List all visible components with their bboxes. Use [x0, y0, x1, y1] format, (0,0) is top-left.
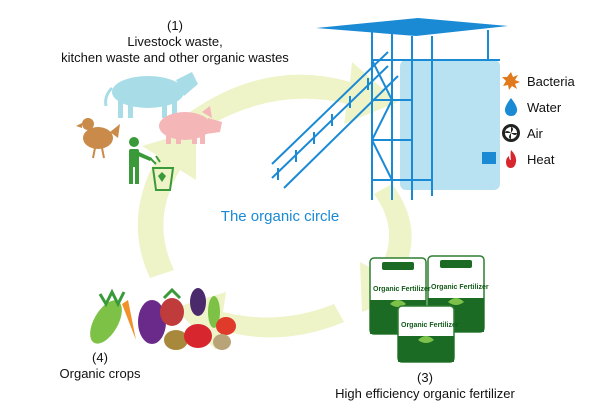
- control-box: [482, 152, 496, 164]
- center-title: The organic circle: [220, 208, 340, 225]
- fertilizer-bag-label: Organic Fertilizer: [373, 286, 431, 293]
- arrow-left: [137, 130, 196, 278]
- recycling-person-icon: [129, 137, 175, 191]
- tower-staircase: [271, 51, 399, 189]
- legend-item-water: Water: [500, 94, 610, 120]
- legend-item-bacteria: Bacteria: [500, 68, 610, 94]
- fan-icon: [502, 124, 520, 142]
- tank-body: [400, 60, 500, 190]
- fertilizer-bag-label: Organic Fertilizer: [401, 322, 459, 329]
- flame-icon: [506, 150, 517, 168]
- fermentation-tower: [271, 18, 508, 200]
- stage-1-label-line1: Livestock waste,: [127, 34, 223, 49]
- vegetable-pile: [90, 287, 236, 350]
- inputs-legend: Bacteria Water Air Heat: [500, 68, 610, 172]
- stage-4-number: (4): [92, 350, 108, 365]
- legend-label: Heat: [527, 151, 555, 167]
- water-drop-icon: [504, 98, 518, 116]
- fertilizer-bag-label: Organic Fertilizer: [431, 284, 489, 291]
- stage-3-label: High efficiency organic fertilizer: [335, 386, 515, 401]
- stage-3-number: (3): [417, 370, 433, 385]
- cow-icon: [104, 72, 198, 118]
- stage-4-label: Organic crops: [59, 366, 141, 381]
- fertilizer-bag: [397, 305, 455, 363]
- legend-label: Water: [527, 99, 562, 115]
- fertilizer-bags: [369, 255, 485, 363]
- bacteria-icon: [502, 72, 520, 90]
- stage-1-number: (1): [167, 18, 183, 33]
- tower-roof: [316, 18, 508, 36]
- hen-icon: [76, 118, 120, 159]
- legend-label: Bacteria: [527, 73, 575, 89]
- legend-label: Air: [527, 125, 543, 141]
- legend-item-heat: Heat: [500, 146, 610, 172]
- stage-1-label-line2: kitchen waste and other organic wastes: [61, 50, 289, 65]
- arrow-top: [190, 62, 398, 128]
- pig-icon: [159, 106, 222, 144]
- legend-item-air: Air: [500, 120, 610, 146]
